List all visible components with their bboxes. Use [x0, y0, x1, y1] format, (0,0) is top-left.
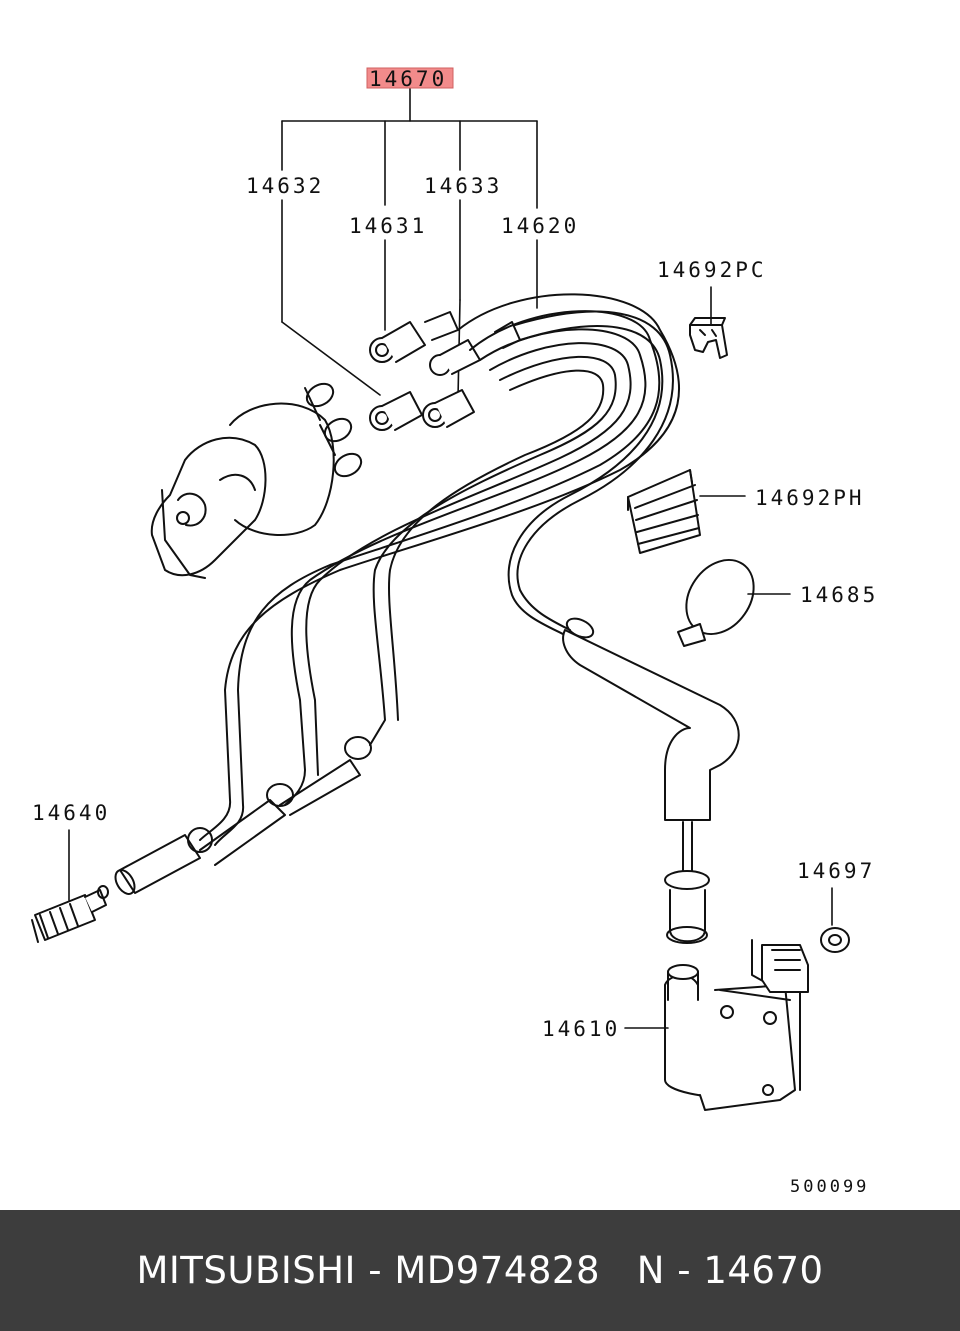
cable-14631-label[interactable]: 14631: [349, 214, 427, 238]
coil-cable: [562, 617, 740, 944]
clamp-14692pc-label[interactable]: 14692PC: [657, 258, 767, 282]
drawing-number: 500099: [790, 1177, 869, 1197]
nut-14697-label[interactable]: 14697: [797, 859, 875, 883]
footer-title: MITSUBISHI - MD974828 N - 14670: [136, 1249, 824, 1292]
distributor-boots: [369, 311, 521, 431]
distributor-drawing: [150, 382, 363, 579]
band-14685-label[interactable]: 14685: [800, 583, 878, 607]
assembly-label-highlight: [366, 67, 454, 89]
cable-14632-label[interactable]: 14632: [246, 174, 324, 198]
coil-14610-label[interactable]: 14610: [542, 1017, 620, 1041]
cable-bundle: [199, 293, 680, 846]
band-drawing: [677, 558, 755, 647]
spark-plug-14640-label[interactable]: 14640: [32, 801, 110, 825]
clamp-drawing: [689, 317, 728, 359]
assembly-part-number[interactable]: 14670: [369, 67, 447, 91]
clamp-14692ph-label[interactable]: 14692PH: [755, 486, 865, 510]
nut-drawing: [820, 927, 850, 953]
spark-plug-boots: [114, 736, 372, 895]
parts-diagram: 14670 14632 14633 14631 14620: [31, 67, 878, 1197]
ignition-coil-drawing: [664, 939, 809, 1111]
clamp-ph-drawing: [627, 469, 701, 554]
cable-14633-label[interactable]: 14633: [424, 174, 502, 198]
cable-14620-label[interactable]: 14620: [501, 214, 579, 238]
footer-bar: MITSUBISHI - MD974828 N - 14670: [0, 1210, 960, 1331]
spark-plug-drawing: [31, 885, 109, 943]
